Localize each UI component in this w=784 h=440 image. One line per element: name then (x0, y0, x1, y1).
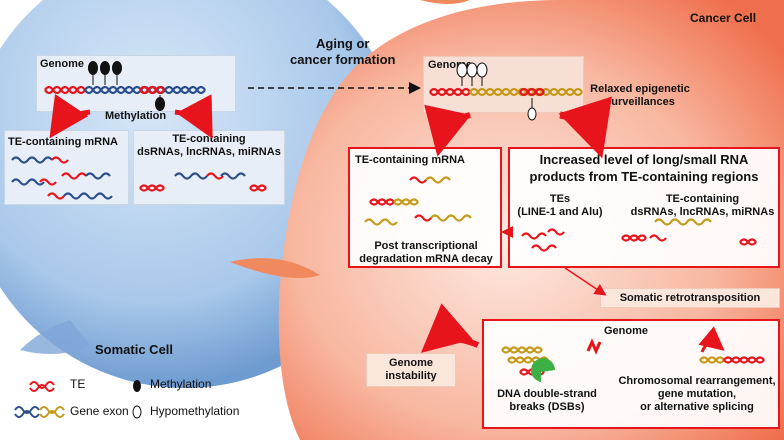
cancer-mrna-box (348, 147, 502, 268)
legend-gene-exon: Gene exon (70, 404, 129, 418)
instability-box (366, 353, 456, 387)
cancer-cell-title: Cancer Cell (690, 11, 757, 25)
legend-te: TE (70, 377, 86, 391)
cancer-mrna-title: TE-containing mRNA (355, 154, 465, 166)
legend-hypomethylation: Hypomethylation (150, 404, 240, 418)
legend-methylation: Methylation (150, 377, 212, 391)
methylation-label: Methylation (105, 110, 167, 122)
dsb-label: DNA double-strand breaks (DSBs) (497, 388, 597, 413)
somatic-dsrna-label: TE-containing dsRNAs, lncRNAs, miRNAs (137, 133, 281, 158)
somatic-genome-label: Genome (40, 58, 85, 70)
somatic-cell-title: Somatic Cell (95, 342, 174, 357)
somatic-dsrna-box (133, 130, 285, 205)
rearrange-label: Chromosomal rearrangement, gene mutation… (618, 375, 776, 413)
te-rnas-label: TE-containing dsRNAs, lncRNAs, miRNAs (630, 193, 775, 218)
cancer-genome-label: Genome (428, 59, 473, 71)
increased-rna-title: Increased level of long/small RNA produc… (529, 152, 759, 184)
cancer-genome-box (423, 56, 584, 113)
somatic-mrna-label: TE-containing mRNA (8, 136, 118, 148)
genome2-label: Genome (604, 325, 649, 337)
tes-label: TEs (LINE-1 and Alu) (517, 193, 603, 218)
instability-label: Genome instability (385, 357, 437, 382)
decay-label: Post transcriptional degradation mRNA de… (359, 240, 493, 265)
relaxed-surveillance-label: Relaxed epigenetic surveillances (590, 83, 690, 108)
retro-box (600, 288, 780, 308)
retro-label: Somatic retrotransposition (619, 292, 761, 304)
transition-label: Aging or cancer formation (290, 36, 396, 67)
